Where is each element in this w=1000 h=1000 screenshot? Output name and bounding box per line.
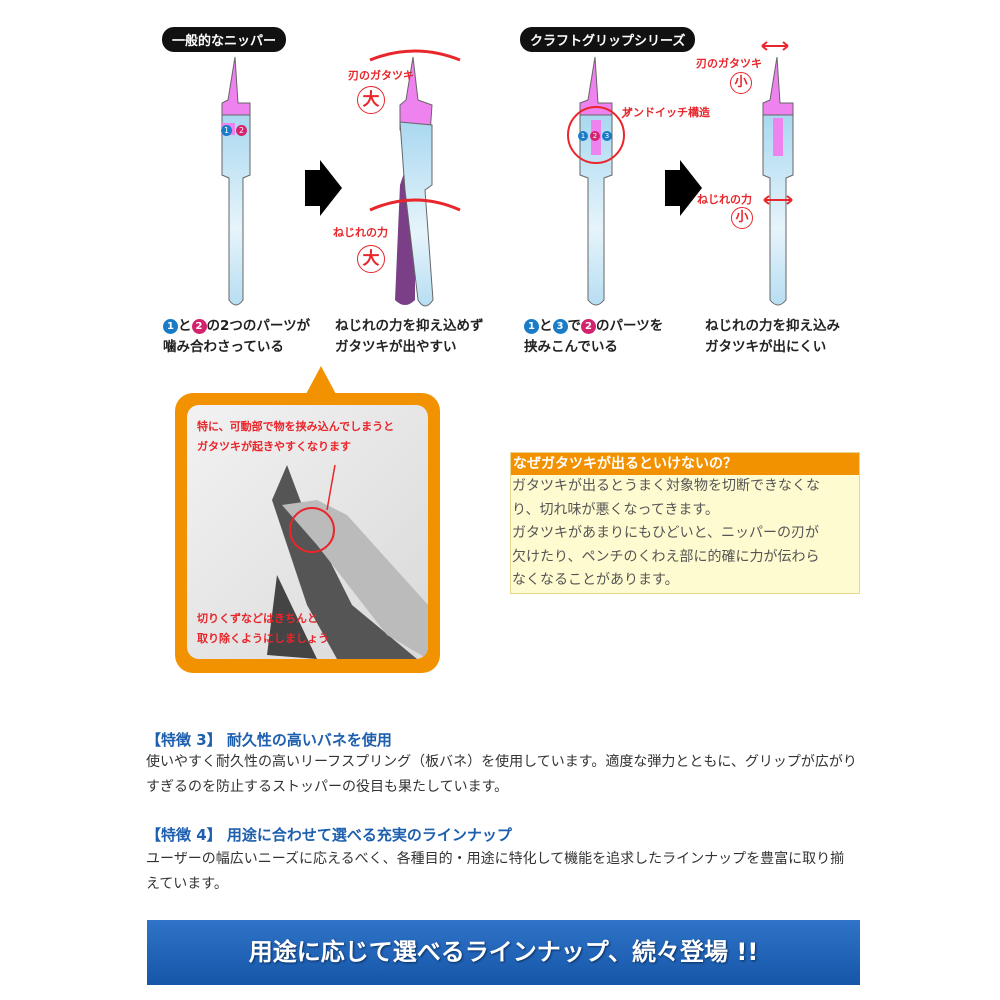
callout-pointer [305, 366, 337, 396]
part-3-badge: 3 [602, 131, 612, 141]
feature3-title: 【特徴 3】 耐久性の高いバネを使用 [146, 731, 392, 749]
photo-note-top: 特に、可動部で物を挟み込んでしまうと [197, 420, 395, 433]
blade-wobble-label: 刃のガタツキ [348, 69, 414, 82]
feature4-body: ユーザーの幅広いニーズに応えるべく、各種目的・用途に特化して機能を追求したライン… [146, 851, 845, 892]
why-line: ガタツキがあまりにもひどいと、ニッパーの刃が [512, 525, 820, 541]
caption-craft-result: ねじれの力を抑え込みガタツキが出にくい [705, 318, 840, 355]
why-line: り、切れ味が悪くなってきます。 [512, 501, 719, 518]
large-badge: 大 [357, 245, 385, 273]
twist-force-label: ねじれの力 [333, 226, 388, 239]
why-line: ガタツキが出るとうまく対象物を切断できなくな [512, 478, 820, 494]
craft-grip-nipper-twisted [761, 41, 794, 306]
photo-note-top-2: ガタツキが起きやすくなります [197, 440, 351, 453]
nipper-diagram [221, 41, 794, 307]
nipper-photo: 特に、可動部で物を挟み込んでしまうとガタツキが起きやすくなります 切りくずなどは… [187, 405, 428, 659]
small-badge: 小 [730, 72, 752, 94]
arrow-right-icon [665, 160, 702, 216]
twist-force-label: ねじれの力 [697, 193, 752, 206]
craft-grip-nipper-closed [567, 56, 633, 306]
part-1-badge: 1 [221, 125, 232, 136]
part-2-badge: 2 [236, 125, 247, 136]
why-title: なぜガタツキが出るといけないの？ [511, 453, 859, 475]
caption-general-result: ねじれの力を抑え込めずガタツキが出やすい [335, 318, 484, 355]
feature4-title: 【特徴 4】 用途に合わせて選べる充実のラインナップ [146, 826, 512, 844]
small-badge: 小 [731, 207, 753, 229]
label-general-nipper: 一般的なニッパー [162, 27, 287, 52]
general-nipper-twisted [369, 49, 461, 307]
arrow-right-icon [305, 160, 342, 216]
photo-callout: 特に、可動部で物を挟み込んでしまうとガタツキが起きやすくなります 切りくずなどは… [175, 393, 440, 673]
sandwich-structure-label: サンドイッチ構造 [622, 106, 710, 119]
part-2-badge: 2 [590, 131, 600, 141]
part-1-badge: 1 [578, 131, 588, 141]
blade-wobble-label: 刃のガタツキ [696, 57, 762, 70]
why-line: なくなることがあります。 [512, 572, 679, 588]
why-box: なぜガタツキが出るといけないの？ ガタツキが出るとうまく対象物を切断できなくな … [510, 452, 860, 594]
lineup-banner[interactable]: 用途に応じて選べるラインナップ、続々登場 !! [147, 920, 860, 985]
label-craft-grip: クラフトグリップシリーズ [520, 27, 696, 52]
large-badge: 大 [357, 86, 385, 114]
why-line: 欠けたり、ペンチのくわえ部に的確に力が伝わら [512, 548, 820, 565]
general-nipper-closed [221, 56, 251, 306]
photo-note-bottom: 切りくずなどはきちんと [197, 612, 318, 625]
photo-note-bottom-2: 取り除くようにしましょう [197, 632, 329, 645]
feature3-body: 使いやすく耐久性の高いリーフスプリング（板バネ）を使用しています。適度な弾力とと… [146, 754, 857, 795]
